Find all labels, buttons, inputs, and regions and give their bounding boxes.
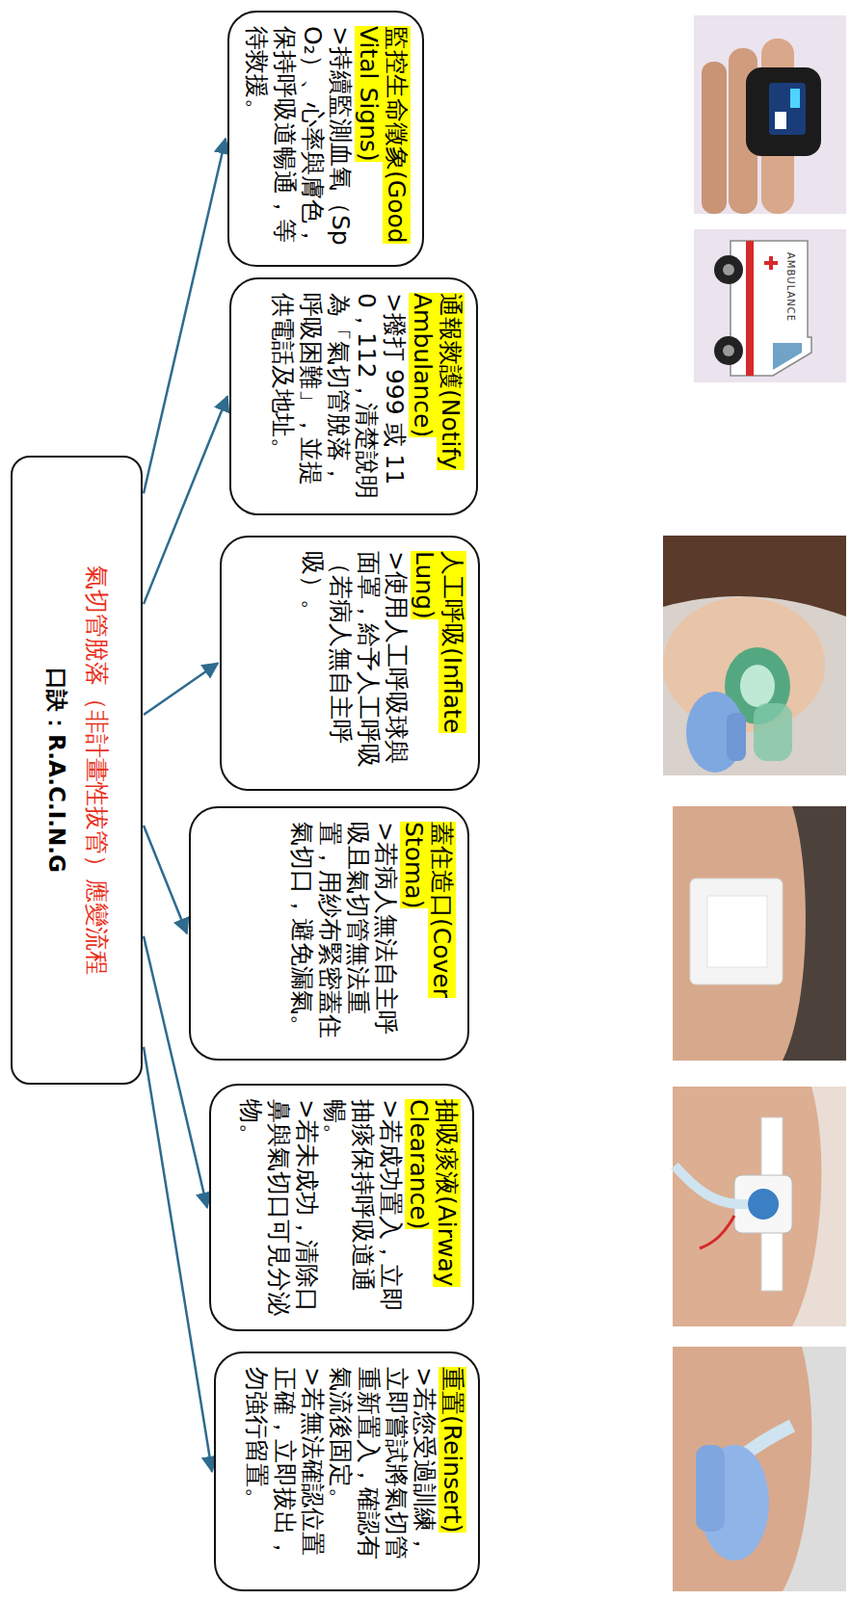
step-box: 通報救護(Notify Ambulance)>撥打 999 或 110，112，… — [229, 277, 479, 516]
flow-arrow — [143, 664, 218, 717]
oximeter-photo-part — [774, 111, 787, 130]
suction-photo-part — [747, 1189, 779, 1221]
oximeter-photo-part — [701, 61, 727, 214]
flow-arrow — [143, 138, 226, 494]
heading-line: 蓋住造口(Cover Stoma) — [399, 822, 456, 1048]
suction-photo-part — [674, 1166, 748, 1205]
step-text: >使用人工呼吸球與面罩，給予人工呼吸（若病人無自主呼吸）。 — [298, 551, 411, 778]
step-text: >若病人無法自主呼吸且氣切管無法重置，用紗布緊密蓋住氣切口，避免漏氣。 — [288, 822, 400, 1048]
ambulance-picture — [693, 229, 847, 383]
ambulance-picture-part — [764, 261, 778, 266]
suction-photo — [672, 1087, 847, 1328]
step-text: >持續監測血氧（SpO₂）、心率與膚色，保持呼吸道暢通，等待救援。 — [243, 26, 356, 254]
reinsert-photo — [672, 1347, 847, 1593]
oximeter-photo — [693, 15, 847, 214]
ambulance-picture-part — [722, 264, 735, 276]
step-box: 蓋住造口(Cover Stoma)>若病人無法自主呼吸且氣切管無法重置，用紗布緊… — [188, 806, 470, 1062]
heading-line: 抽吸痰液(Airway Clearance) — [404, 1099, 461, 1319]
title-box: 氣切管脫落（非計畫性拔管）應變流程口訣：R.A.C.I.N.G — [10, 455, 143, 1086]
suction-photo-part — [699, 1216, 735, 1249]
step-heading: 人工呼吸(Inflate Lung) — [410, 551, 467, 734]
step-box: 監控生命徵象(Good Vital Signs)>持續監測血氧（SpO₂）、心率… — [228, 10, 425, 267]
gauze-photo-part — [707, 896, 768, 968]
mnemonic-text: 口訣：R.A.C.I.N.G — [41, 667, 71, 874]
bag-mask-photo-part — [740, 664, 775, 708]
oximeter-photo-part — [693, 15, 847, 214]
title-text: 氣切管脫落（非計畫性拔管）應變流程 — [79, 565, 112, 976]
step-box: 重置(Reinsert)>若您受過訓練，立即嘗試將氣切管重新置入，確認有氣流後固… — [213, 1352, 480, 1593]
heading-line: 重置(Reinsert) — [438, 1367, 467, 1579]
step-heading: 抽吸痰液(Airway Clearance) — [404, 1099, 461, 1288]
flow-arrow — [143, 397, 228, 606]
gauze-photo — [672, 806, 847, 1062]
bag-mask-photo-part — [663, 597, 825, 733]
reinsert-photo-part — [672, 1347, 812, 1593]
step-text: >若無法確認位置正確，立即拔出，勿強行留置。 — [242, 1367, 327, 1579]
ambulance-picture-part — [714, 255, 744, 285]
heading-line: 通報救護(Notify Ambulance) — [408, 292, 465, 503]
oximeter-photo-part — [790, 88, 800, 108]
gauze-photo-part — [690, 878, 783, 985]
ambulance-picture-part — [693, 229, 847, 383]
ambulance-picture-part — [772, 343, 802, 371]
gauze-photo-part — [672, 806, 847, 1062]
step-heading: 蓋住造口(Cover Stoma) — [399, 822, 456, 999]
step-text: >若未成功，清除口鼻與氣切口可見分泌物。 — [237, 1099, 321, 1319]
oximeter-photo-part — [769, 82, 806, 135]
step-text: >撥打 999 或 110，112，清楚說明為「氣切管脫落，呼吸困難」，並提供電… — [268, 292, 409, 503]
flow-arrow — [143, 825, 187, 934]
heading-line: 人工呼吸(Inflate Lung) — [410, 551, 467, 778]
step-heading: 監控生命徵象(Good Vital Signs) — [355, 26, 412, 244]
ambulance-picture-part — [745, 240, 754, 376]
step-box: 抽吸痰液(Airway Clearance)>若成功置入，立即抽痰保持呼吸道通暢… — [209, 1084, 475, 1332]
reinsert-photo-part — [672, 1347, 847, 1593]
step-box: 人工呼吸(Inflate Lung)>使用人工呼吸球與面罩，給予人工呼吸（若病人… — [219, 535, 480, 792]
step-text: >若您受過訓練，立即嘗試將氣切管重新置入，確認有氣流後固定。 — [326, 1367, 439, 1579]
oximeter-photo-part — [745, 67, 822, 157]
bag-mask-photo — [663, 535, 847, 776]
ambulance-picture-part — [730, 240, 812, 376]
bag-mask-photo-part — [726, 713, 746, 762]
flow-arrow — [143, 1047, 213, 1473]
step-heading: 通報救護(Notify Ambulance) — [408, 292, 465, 471]
step-heading: 重置(Reinsert) — [438, 1367, 467, 1534]
suction-photo-part — [672, 1087, 847, 1328]
ambulance-picture-part — [714, 336, 744, 366]
reinsert-photo-part — [695, 1445, 725, 1533]
bag-mask-photo-part — [753, 703, 793, 762]
suction-photo-part — [672, 1087, 822, 1328]
picture-label: AMBULANCE — [785, 252, 797, 322]
gauze-photo-part — [672, 806, 806, 1062]
ambulance-picture-part — [722, 345, 735, 357]
heading-line: 監控生命徵象(Good Vital Signs) — [355, 26, 412, 254]
step-text: >若成功置入，立即抽痰保持呼吸道通暢。 — [320, 1099, 405, 1319]
bag-mask-photo-part — [663, 535, 847, 776]
